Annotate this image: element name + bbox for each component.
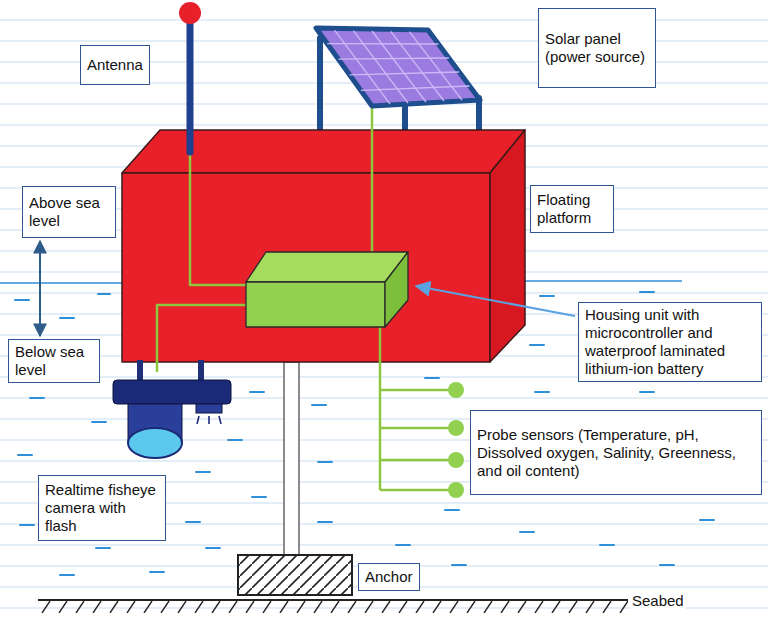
waterline xyxy=(525,280,682,282)
probe-sensors xyxy=(448,382,464,498)
callout-box: Probe sensors (Temperature, pH, Dissolve… xyxy=(470,410,762,495)
floating-platform xyxy=(122,130,525,362)
callout-box: Anchor xyxy=(358,563,420,591)
callout-box: Above sea level xyxy=(22,186,116,238)
antenna-pole xyxy=(187,22,194,152)
seabed-label: Seabed xyxy=(630,592,686,610)
anchor-block xyxy=(238,555,352,595)
callout-box: Housing unit with microcontroller and wa… xyxy=(578,302,762,382)
anchor-pole xyxy=(284,362,299,555)
solar-panel xyxy=(316,28,480,106)
callout-text: Solar panel (power source) xyxy=(545,30,649,66)
callout-box: Antenna xyxy=(80,45,150,85)
callout-box: Below sea level xyxy=(8,339,100,383)
callout-box: Realtime fisheye camera with flash xyxy=(38,475,166,541)
wires xyxy=(157,88,452,490)
fisheye-camera xyxy=(113,360,231,458)
callout-text: Above sea level xyxy=(29,194,109,230)
antenna-tip xyxy=(179,2,201,24)
callout-text: Anchor xyxy=(365,568,413,586)
seabed-hatch xyxy=(38,601,628,613)
leader-arrow xyxy=(416,286,575,316)
callout-text: Below sea level xyxy=(15,343,93,379)
callout-text: Probe sensors (Temperature, pH, Dissolve… xyxy=(477,426,755,480)
callout-text: Housing unit with microcontroller and wa… xyxy=(585,306,755,378)
callout-box: Solar panel (power source) xyxy=(538,8,656,88)
housing-unit xyxy=(246,252,408,327)
callout-text: Realtime fisheye camera with flash xyxy=(45,481,159,535)
waterline xyxy=(0,282,122,284)
seabed-line xyxy=(38,599,628,601)
callout-box: Floating platform xyxy=(530,185,614,233)
level-arrow xyxy=(39,241,41,336)
callout-text: Floating platform xyxy=(537,191,607,227)
callout-text: Antenna xyxy=(87,56,143,74)
